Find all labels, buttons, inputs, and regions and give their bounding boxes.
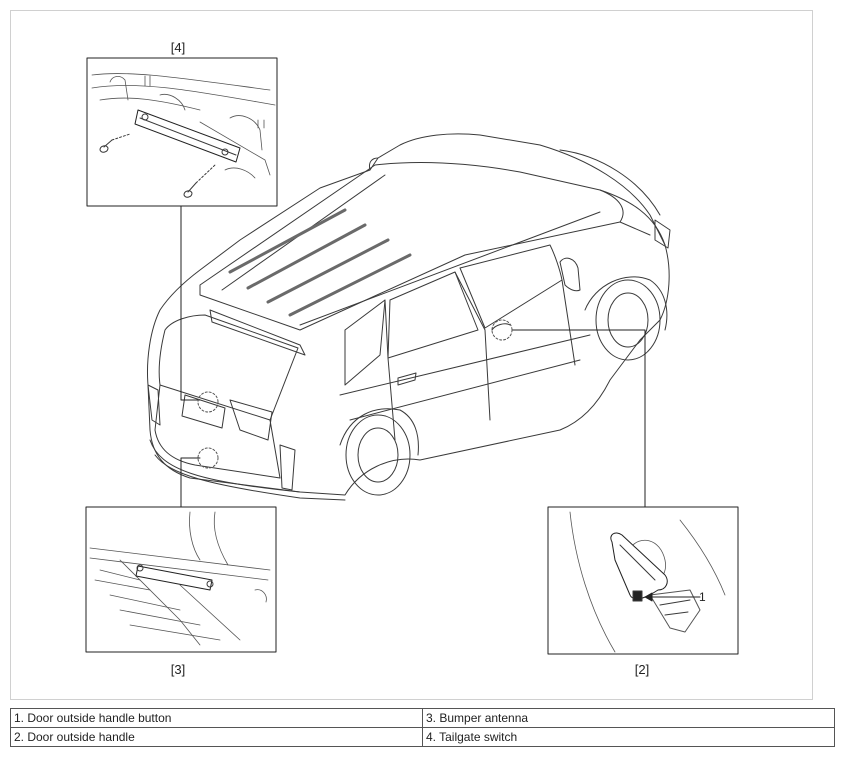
tailgate-switch-location-marker [197, 391, 219, 413]
bumper-antenna-location-marker [197, 447, 219, 469]
parts-legend-table: 1. Door outside handle button 3. Bumper … [10, 708, 835, 747]
detail-box-door-handle [547, 506, 739, 655]
part-number-1: 1 [699, 590, 706, 604]
vehicle-illustration [147, 133, 671, 501]
legend-cell: 1. Door outside handle button [10, 708, 423, 728]
callout-label-3: [3] [170, 662, 186, 677]
door-handle-button-marker [632, 590, 643, 602]
vehicle-component-diagram [85, 57, 739, 655]
callout-label-2: [2] [634, 662, 650, 677]
detail-box-bumper-antenna [85, 506, 277, 653]
door-handle-location-marker [491, 319, 513, 341]
legend-cell: 2. Door outside handle [10, 727, 423, 747]
legend-row: 1. Door outside handle button 3. Bumper … [10, 708, 835, 728]
legend-row: 2. Door outside handle 4. Tailgate switc… [10, 727, 835, 747]
legend-cell: 3. Bumper antenna [422, 708, 835, 728]
legend-cell: 4. Tailgate switch [422, 727, 835, 747]
detail-box-tailgate-switch [86, 57, 278, 207]
callout-label-4: [4] [170, 40, 186, 55]
